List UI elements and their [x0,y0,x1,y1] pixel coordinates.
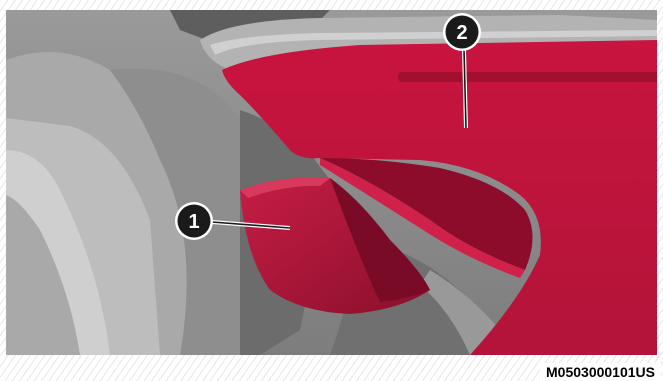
callout-badge-1: 1 [175,202,213,240]
upper-part-groove [398,72,657,82]
callout-badge-2: 2 [443,13,481,51]
image-code-label: M0503000101US [540,363,661,381]
callout-number-2: 2 [456,22,467,44]
callout-number-1: 1 [188,211,199,233]
